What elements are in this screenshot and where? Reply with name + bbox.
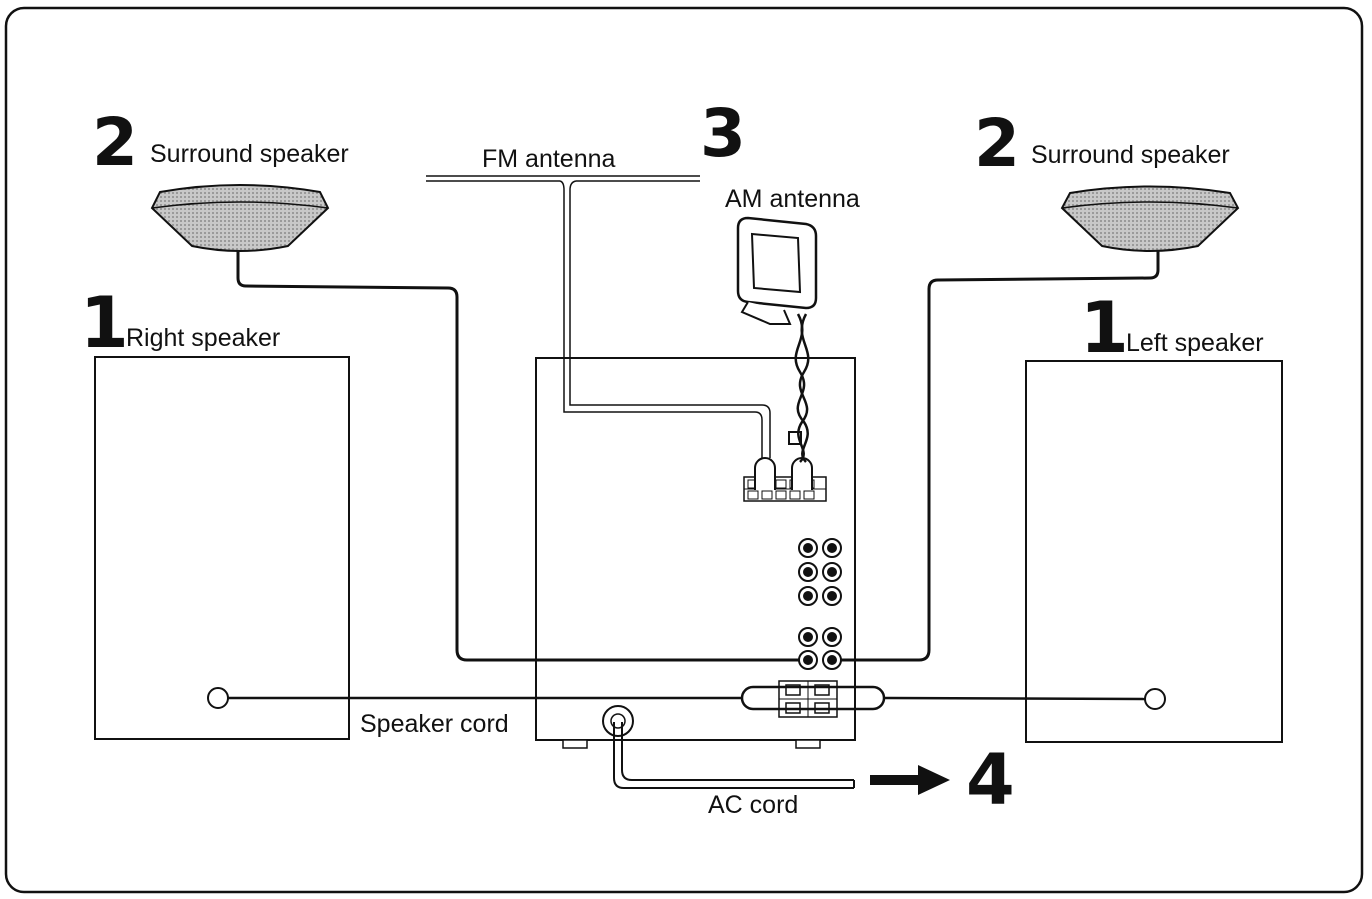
step-4: 4 bbox=[966, 739, 1015, 821]
step-2-right: 2 bbox=[92, 104, 138, 181]
surround-speaker-right-label: Surround speaker bbox=[150, 140, 349, 168]
ac-cord bbox=[613, 722, 855, 789]
left-speaker bbox=[1025, 360, 1283, 743]
am-antenna bbox=[736, 216, 818, 463]
step-2-left: 2 bbox=[974, 105, 1020, 182]
arrow-icon bbox=[870, 765, 950, 795]
step-3: 3 bbox=[700, 95, 746, 172]
diagram-frame bbox=[4, 6, 1364, 894]
surround-speaker-right bbox=[150, 184, 330, 252]
fm-antenna-label: FM antenna bbox=[482, 145, 616, 173]
antenna-terminal-block bbox=[743, 431, 827, 502]
fm-antenna bbox=[426, 175, 771, 458]
left-speaker-terminal bbox=[1144, 688, 1166, 710]
am-antenna-label: AM antenna bbox=[725, 185, 860, 213]
right-speaker-label: Right speaker bbox=[126, 324, 280, 352]
rca-jack-panel bbox=[798, 538, 842, 670]
speaker-cord-left bbox=[883, 696, 1146, 701]
surround-cord-right bbox=[236, 250, 800, 662]
right-speaker bbox=[94, 356, 350, 740]
right-speaker-terminal bbox=[207, 687, 229, 709]
left-speaker-label: Left speaker bbox=[1126, 329, 1264, 357]
step-1-left: 1 bbox=[1080, 287, 1129, 369]
ac-cord-label: AC cord bbox=[708, 791, 798, 819]
surround-cord-left bbox=[840, 250, 1160, 662]
speaker-cord-label: Speaker cord bbox=[360, 710, 509, 738]
step-1-right: 1 bbox=[80, 282, 129, 364]
surround-speaker-left bbox=[1060, 185, 1240, 252]
surround-speaker-left-label: Surround speaker bbox=[1031, 141, 1230, 169]
